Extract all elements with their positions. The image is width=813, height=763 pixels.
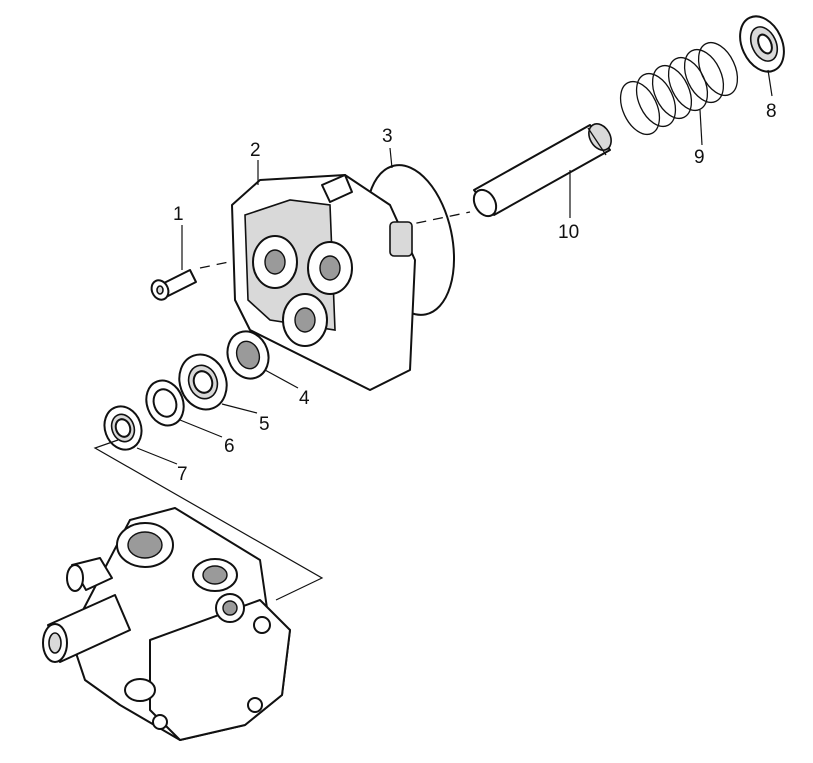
callout-5: 5 xyxy=(259,414,270,435)
part-1-screw xyxy=(150,269,197,301)
callout-labels: 1 2 3 4 5 6 7 8 9 10 xyxy=(173,101,777,485)
callout-1: 1 xyxy=(173,204,184,225)
part-2-cylinder-head xyxy=(231,174,416,391)
part-9-spring xyxy=(619,41,739,136)
part-6-washer xyxy=(145,379,185,427)
callout-4: 4 xyxy=(299,388,310,409)
part-8-retaining-washer xyxy=(739,15,785,73)
part-5-seal-ring xyxy=(178,353,228,411)
callout-7: 7 xyxy=(177,464,188,485)
callout-3: 3 xyxy=(382,126,393,147)
callout-6: 6 xyxy=(224,436,235,457)
callout-8: 8 xyxy=(766,101,777,122)
callout-10: 10 xyxy=(558,222,579,243)
callout-2: 2 xyxy=(250,140,261,161)
callout-9: 9 xyxy=(694,147,705,168)
assembly-bracket xyxy=(93,439,324,601)
part-10-piston xyxy=(472,123,612,218)
leader-lines xyxy=(136,69,773,465)
part-7-grooved-ring xyxy=(103,405,143,451)
part-4-seal xyxy=(226,330,270,380)
pump-body xyxy=(42,507,291,741)
